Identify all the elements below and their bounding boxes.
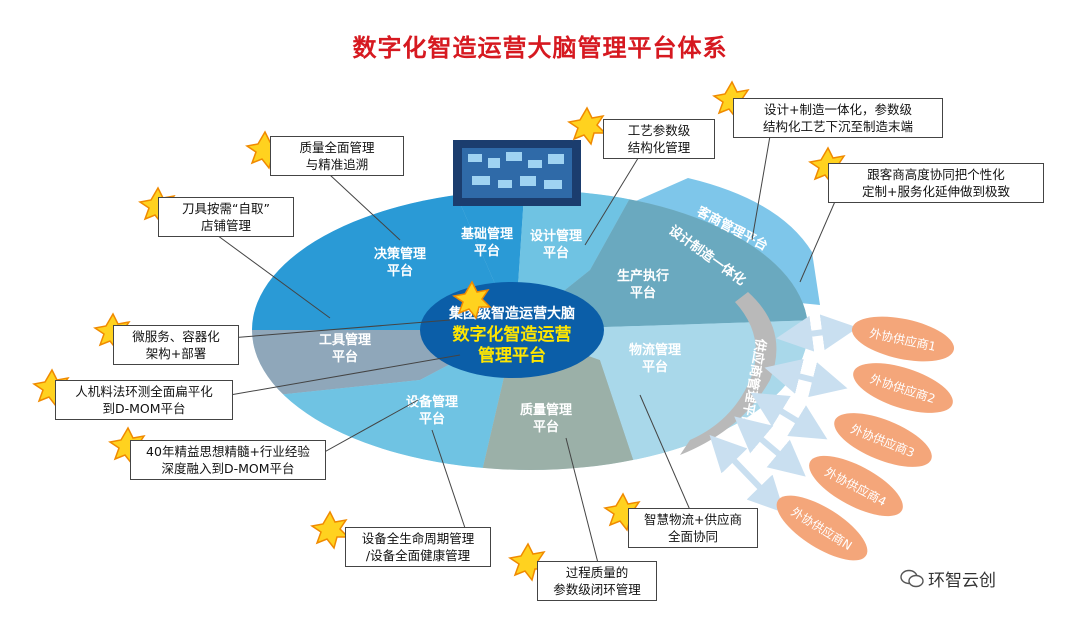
center-line3: 管理平台 <box>478 345 546 366</box>
svg-text:质量管理平台: 质量管理平台 <box>520 402 572 435</box>
callout-process-parameters: 工艺参数级结构化管理 <box>603 119 715 159</box>
leader-lines <box>209 135 841 564</box>
callout-customer-collaboration: 跟客商高度协同把个性化定制+服务化延伸做到极致 <box>828 163 1044 203</box>
watermark: 环智云创 <box>900 566 996 591</box>
equipment-label-2: 平台 <box>419 411 445 427</box>
logistics-label-2: 平台 <box>642 359 668 375</box>
decision-label-2: 平台 <box>387 263 413 279</box>
star-icon <box>508 542 548 582</box>
svg-text:基础管理平台: 基础管理平台 <box>460 226 513 259</box>
watermark-text: 环智云创 <box>928 571 996 591</box>
svg-text:物流管理平台: 物流管理平台 <box>629 342 681 375</box>
production-label-1: 生产执行 <box>617 268 669 284</box>
svg-text:设计管理平台: 设计管理平台 <box>530 228 582 261</box>
equipment-label-1: 设备管理 <box>406 394 458 410</box>
callout-microservices: 微服务、容器化架构+部署 <box>113 325 239 365</box>
star-icon <box>310 510 350 550</box>
quality-label-1: 质量管理 <box>520 402 572 418</box>
callout-tool-store: 刀具按需“自取”店铺管理 <box>158 197 294 237</box>
supplier-1: 外协供应商1 <box>851 316 955 362</box>
logistics-label-1: 物流管理 <box>629 342 681 358</box>
callout-equipment-lifecycle: 设备全生命周期管理/设备全面健康管理 <box>345 527 491 567</box>
callout-flat-management: 人机料法环测全面扁平化到D-MOM平台 <box>55 380 233 420</box>
star-icon <box>452 280 492 320</box>
quality-label-2: 平台 <box>533 419 559 435</box>
callout-design-manufacturing: 设计+制造一体化，参数级结构化工艺下沉至制造末端 <box>733 98 943 138</box>
center-line1: 集团级智造运营大脑 <box>448 305 575 322</box>
factory-image <box>453 140 581 206</box>
basic-label-2: 平台 <box>474 243 500 259</box>
callout-process-quality: 过程质量的参数级闭环管理 <box>537 561 657 601</box>
tools-label-2: 平台 <box>332 349 358 365</box>
wechat-icon <box>900 569 924 587</box>
svg-text:生产执行平台: 生产执行平台 <box>617 268 669 301</box>
supplier-2: 外协供应商2 <box>853 363 953 413</box>
callout-quality-traceability: 质量全面管理与精准追溯 <box>270 136 404 176</box>
star-icon <box>567 106 607 146</box>
diagram-title: 数字化智造运营大脑管理平台体系 <box>352 34 728 62</box>
tools-label-1: 工具管理 <box>319 332 371 348</box>
decision-label-1: 决策管理 <box>374 246 426 262</box>
star-icon <box>603 492 643 532</box>
callout-lean-experience: 40年精益思想精髓+行业经验深度融入到D-MOM平台 <box>130 440 326 480</box>
basic-label-1: 基础管理 <box>460 226 513 242</box>
center-line2: 数字化智造运营 <box>453 324 572 345</box>
svg-text:工具管理平台: 工具管理平台 <box>319 332 371 365</box>
production-label-2: 平台 <box>630 285 656 301</box>
svg-text:决策管理平台: 决策管理平台 <box>374 246 426 279</box>
design-label-2: 平台 <box>543 245 569 261</box>
supplier-management-band <box>680 292 777 455</box>
callout-smart-logistics: 智慧物流+供应商全面协同 <box>628 508 758 548</box>
design-label-1: 设计管理 <box>530 228 582 244</box>
supplier-arrows <box>709 314 858 513</box>
svg-text:设备管理平台: 设备管理平台 <box>406 394 458 427</box>
